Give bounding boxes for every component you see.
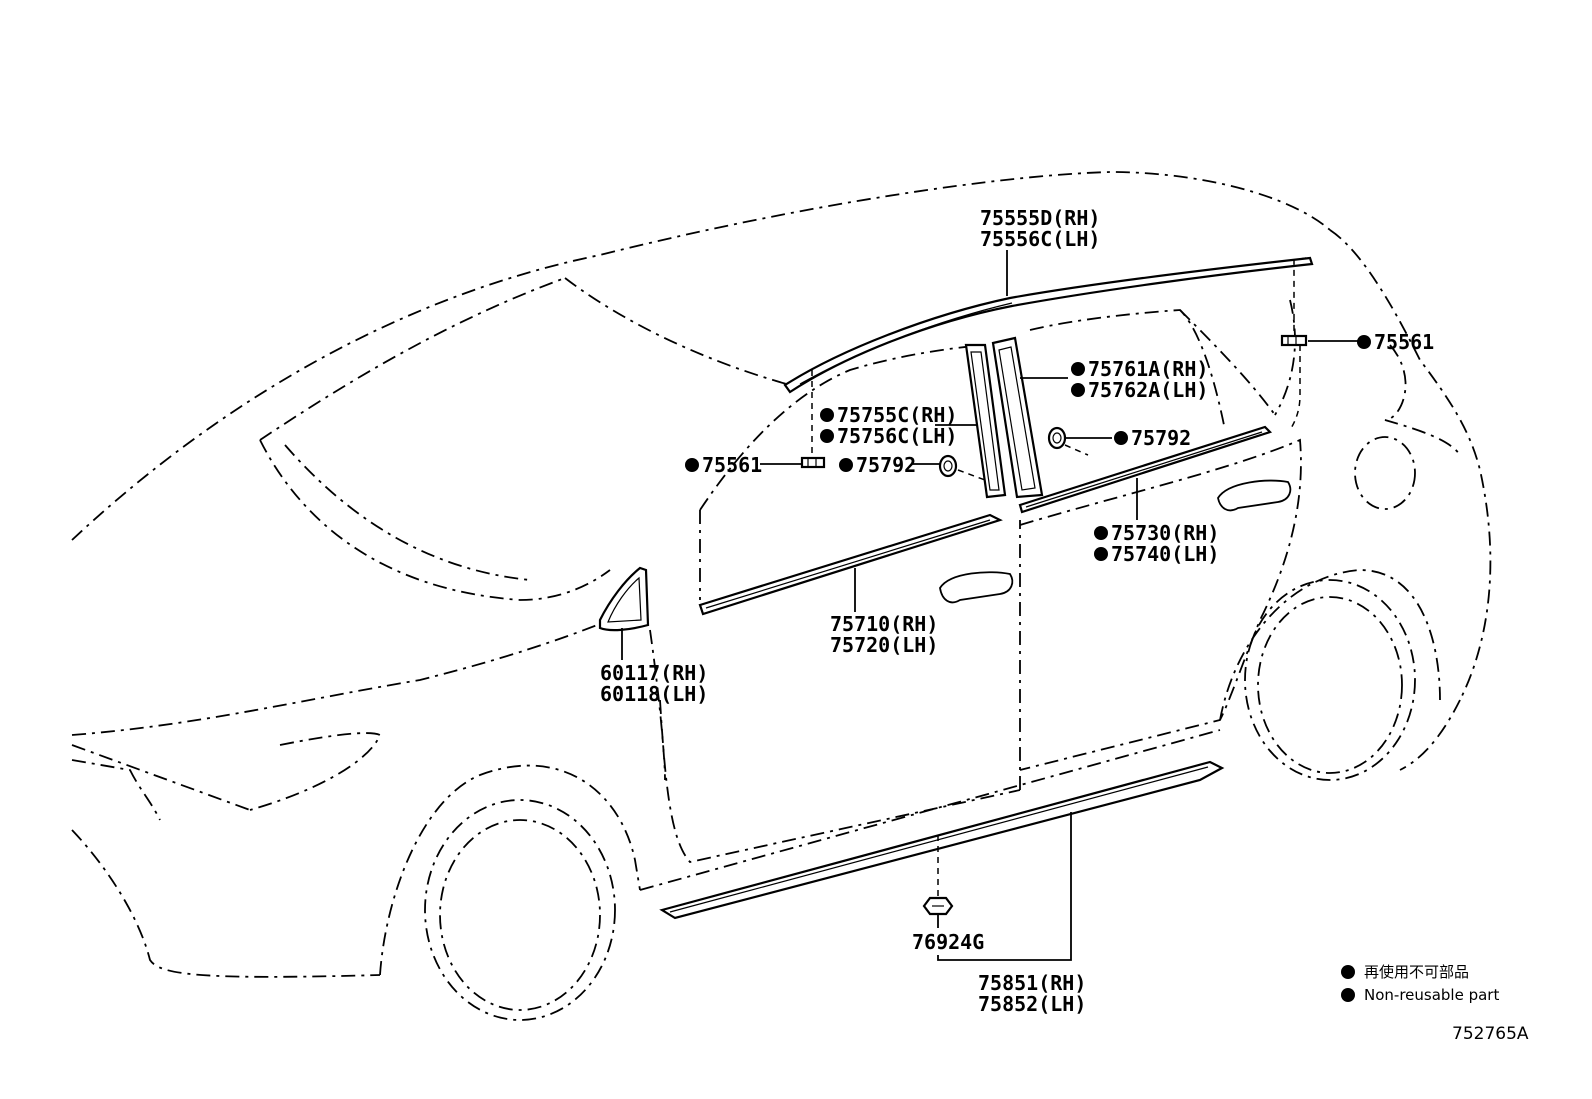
label-quarter-glass-lh: 60118(LH): [600, 682, 708, 706]
label-pillar-front-lh: 75756C(LH): [837, 424, 957, 448]
front-door-handle: [939, 571, 1014, 604]
label-roof-molding-lh: 75556C(LH): [980, 227, 1100, 251]
rear-door-handle: [1217, 479, 1292, 512]
non-reusable-marker: [685, 458, 699, 472]
non-reusable-marker: [1071, 383, 1085, 397]
label-pillar-front-rh: 75755C(RH): [837, 403, 957, 427]
reference-code: 752765A: [1452, 1024, 1529, 1044]
non-reusable-marker: [1357, 335, 1371, 349]
label-grommet-rear: 75792: [1131, 426, 1191, 450]
label-clip-front: 75561: [702, 453, 762, 477]
non-reusable-marker: [1071, 362, 1085, 376]
quarter-glass[interactable]: [598, 566, 650, 632]
label-quarter-glass-rh: 60117(RH): [600, 661, 708, 685]
legend-marker: [1341, 965, 1355, 979]
non-reusable-marker: [820, 408, 834, 422]
non-reusable-marker: [1114, 431, 1128, 445]
non-reusable-marker: [1094, 547, 1108, 561]
label-pillar-rear-rh: 75761A(RH): [1088, 357, 1208, 381]
grommet-front-icon[interactable]: [938, 454, 958, 478]
label-roof-molding-rh: 75555D(RH): [980, 206, 1100, 230]
legend-text-jp: 再使用不可部品: [1364, 963, 1469, 981]
roof-molding[interactable]: [783, 256, 1314, 394]
clip-front-icon[interactable]: [800, 456, 826, 469]
rocker-clip-icon[interactable]: [922, 896, 954, 916]
legend-text-en: Non-reusable part: [1364, 986, 1499, 1004]
car-body-outline: [71, 171, 1492, 1021]
label-clip-rear: 75561: [1374, 330, 1434, 354]
pillar-front-garnish[interactable]: [964, 343, 1007, 499]
non-reusable-marker: [820, 429, 834, 443]
legend-marker: [1341, 988, 1355, 1002]
clip-rear-icon[interactable]: [1280, 334, 1308, 347]
label-grommet-front: 75792: [856, 453, 916, 477]
label-pillar-rear-lh: 75762A(LH): [1088, 378, 1208, 402]
label-rocker-molding-rh: 75851(RH): [978, 971, 1086, 995]
rocker-molding[interactable]: [659, 760, 1225, 920]
label-rocker-clip: 76924G: [912, 930, 984, 954]
legend: 再使用不可部品 Non-reusable part: [1341, 963, 1499, 1004]
label-front-belt-lh: 75720(LH): [830, 633, 938, 657]
labels: 75555D(RH) 75556C(LH) 75561 75761A(RH) 7…: [600, 206, 1434, 1016]
front-belt-molding[interactable]: [698, 513, 1003, 616]
attach-lines: [811, 257, 1307, 898]
rear-belt-molding[interactable]: [1018, 425, 1273, 514]
grommet-rear-icon[interactable]: [1047, 426, 1067, 450]
non-reusable-marker: [839, 458, 853, 472]
non-reusable-marker: [1094, 526, 1108, 540]
label-rear-belt-lh: 75740(LH): [1111, 542, 1219, 566]
label-rocker-molding-lh: 75852(LH): [978, 992, 1086, 1016]
label-rear-belt-rh: 75730(RH): [1111, 521, 1219, 545]
label-front-belt-rh: 75710(RH): [830, 612, 938, 636]
leader-lines: [621, 250, 1358, 961]
pillar-rear-garnish[interactable]: [991, 336, 1044, 499]
